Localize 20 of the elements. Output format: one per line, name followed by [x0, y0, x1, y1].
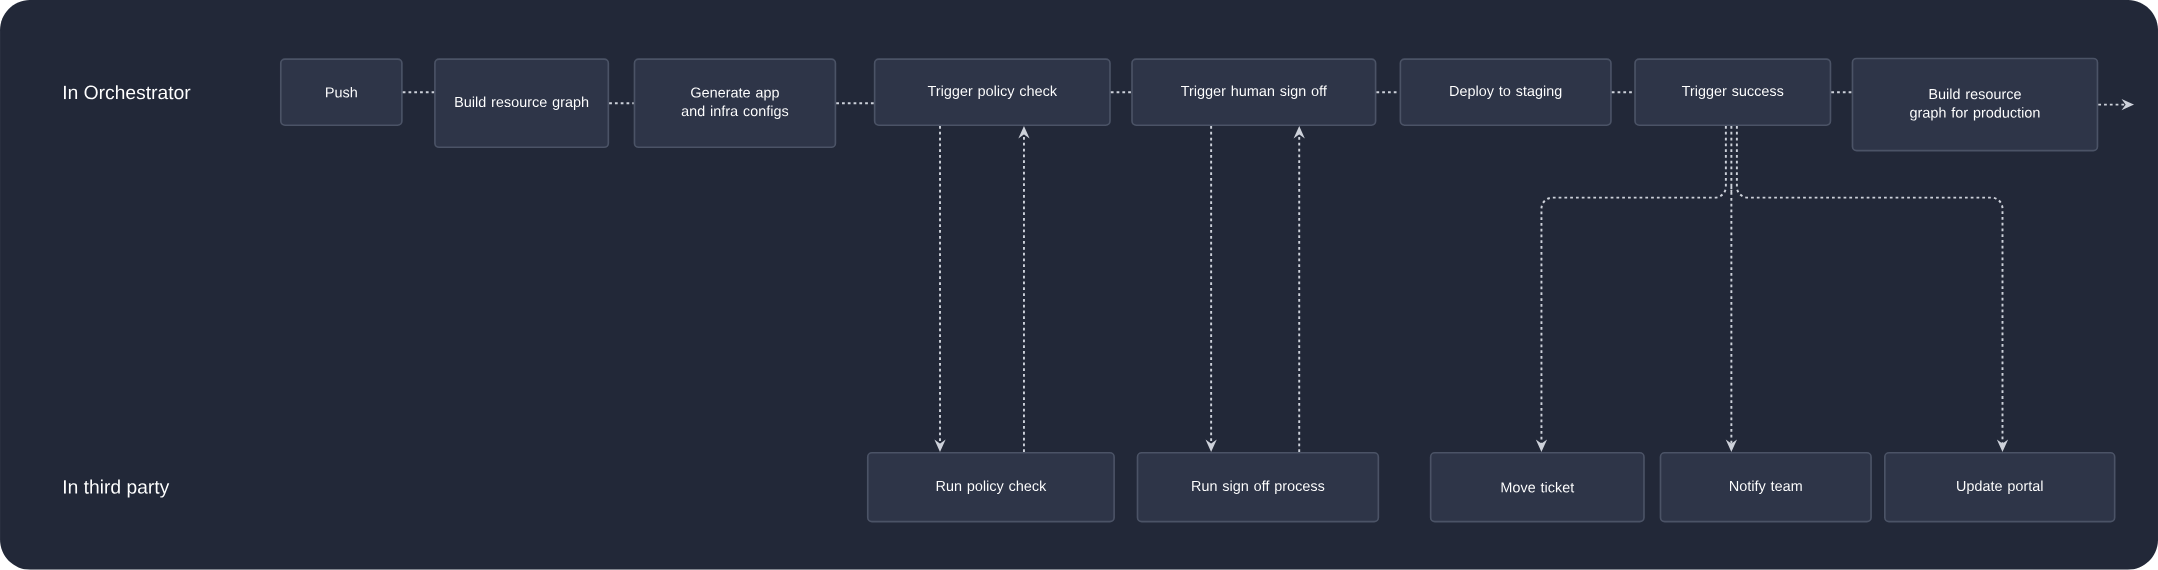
- lane-label: In third party: [64, 479, 170, 498]
- process-box: Update portal: [1884, 452, 2116, 523]
- process-box: Push: [279, 58, 403, 127]
- process-box: Build resource graph for production: [1851, 57, 2099, 152]
- process-box: Trigger policy check: [873, 58, 1111, 127]
- process-box: Build resource graph: [434, 58, 610, 149]
- process-box: Move ticket: [1429, 452, 1645, 523]
- connector: [401, 91, 436, 94]
- lane-label: In Orchestrator: [64, 85, 191, 100]
- connector: [1109, 91, 1133, 94]
- process-box: Notify team: [1659, 452, 1872, 523]
- process-box: Run policy check: [866, 452, 1115, 523]
- process-box: Deploy to staging: [1399, 58, 1612, 127]
- process-box: Run sign off process: [1136, 452, 1380, 523]
- process-box: Trigger human sign off: [1131, 58, 1377, 127]
- process-box: Trigger success: [1634, 58, 1832, 127]
- process-box: Generate app and infra configs: [633, 58, 837, 149]
- connector: [1830, 91, 1853, 94]
- connector: [608, 102, 635, 105]
- connector: [835, 102, 875, 105]
